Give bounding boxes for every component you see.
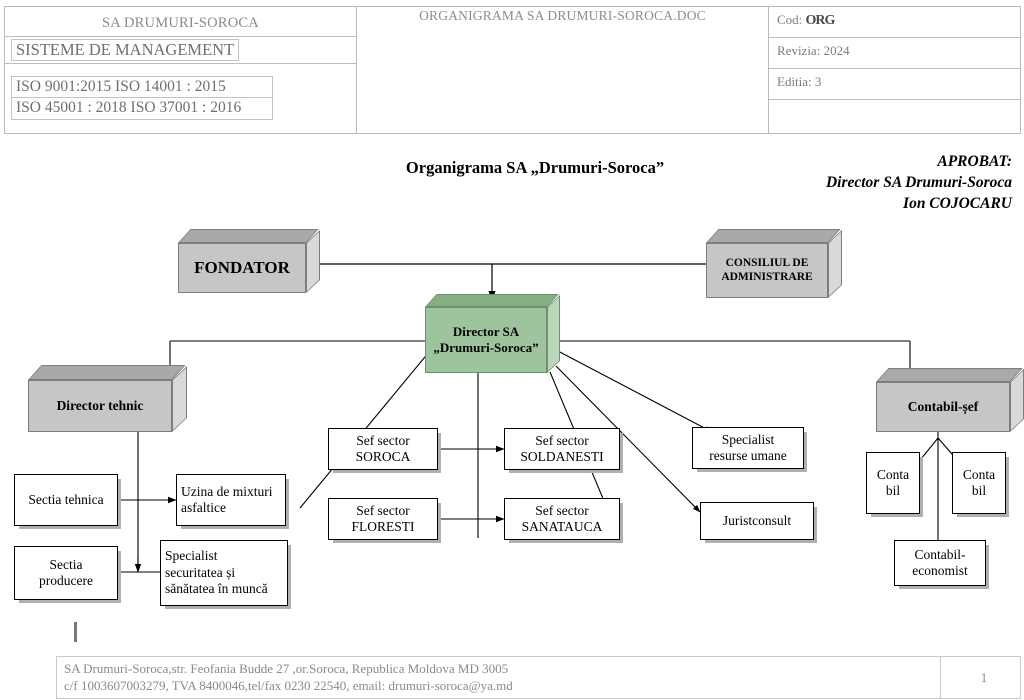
fondator-top-face xyxy=(178,229,319,243)
node-sectia-tehnica[interactable]: Sectia tehnica xyxy=(14,474,118,526)
sectia-tehnica-label: Sectia tehnica xyxy=(28,491,104,507)
node-consiliul-administrare[interactable]: CONSILIUL DE ADMINISTRARE xyxy=(706,229,842,298)
sef-soldanesti-line1: Sef sector xyxy=(535,432,589,448)
edition-row: Editia: 3 xyxy=(769,69,1020,100)
director-tehnic-top-face xyxy=(28,365,186,380)
director-tehnic-label: Director tehnic xyxy=(28,380,172,432)
sef-sanatauca-line1: Sef sector xyxy=(535,502,589,518)
node-fondator[interactable]: FONDATOR xyxy=(178,229,320,293)
director-sa-top-face xyxy=(425,294,559,307)
node-director-tehnic[interactable]: Director tehnic xyxy=(28,365,187,432)
node-juristconsult[interactable]: Juristconsult xyxy=(700,502,814,540)
specialist-ssm-label: Specialist securitatea și sănătatea în m… xyxy=(165,548,268,597)
node-specialist-ssm[interactable]: Specialist securitatea și sănătatea în m… xyxy=(160,540,288,606)
contabil-2-line2: bil xyxy=(971,483,987,498)
footer-line-1: SA Drumuri-Soroca,str. Feofania Budde 27… xyxy=(64,661,509,676)
management-system-row: SISTEME DE MANAGEMENT xyxy=(5,36,356,64)
sef-soroca-label: Sef sector SOROCA xyxy=(356,433,411,466)
contabil-1-line1: Conta xyxy=(876,466,910,482)
consiliu-label-line2: ADMINISTRARE xyxy=(721,270,813,283)
contabil-sef-top-face xyxy=(876,368,1023,382)
sef-floresti-line2: FLORESTI xyxy=(351,519,415,534)
sectia-producere-line2: producere xyxy=(39,573,93,588)
juristconsult-label: Juristconsult xyxy=(722,512,792,528)
contabil-economist-line2: economist xyxy=(912,563,968,578)
approval-line-3: Ion COJOCARU xyxy=(903,194,1012,212)
approval-line-2: Director SA Drumuri-Soroca xyxy=(825,173,1012,191)
node-contabil-2[interactable]: Conta bil xyxy=(952,452,1006,514)
text-cursor xyxy=(74,622,77,642)
node-sef-sector-soldanesti[interactable]: Sef sector SOLDANESTI xyxy=(504,428,620,470)
footer-address-cell: SA Drumuri-Soroca,str. Feofania Budde 27… xyxy=(56,656,941,699)
sef-sanatauca-line2: SANATAUCA xyxy=(521,519,603,534)
director-sa-label-line1: Director SA xyxy=(452,324,520,340)
sef-sanatauca-label: Sef sector SANATAUCA xyxy=(522,503,603,536)
contabil-1-line2: bil xyxy=(885,483,901,498)
sef-soroca-line1: Sef sector xyxy=(356,432,410,448)
management-system-label: SISTEME DE MANAGEMENT xyxy=(11,39,240,61)
sef-soldanesti-line2: SOLDANESTI xyxy=(520,449,604,464)
director-sa-label: Director SA „Drumuri-Soroca” xyxy=(425,307,547,373)
node-sef-sector-floresti[interactable]: Sef sector FLORESTI xyxy=(328,498,438,540)
node-contabil-economist[interactable]: Contabil- economist xyxy=(894,540,986,586)
node-contabil-1[interactable]: Conta bil xyxy=(866,452,920,514)
iso-line-2: ISO 45001 : 2018 ISO 37001 : 2016 xyxy=(11,98,273,120)
node-sef-sector-soroca[interactable]: Sef sector SOROCA xyxy=(328,428,438,470)
header-right-cell: Cod: ORG Revizia: 2024 Editia: 3 xyxy=(768,6,1021,134)
node-director-sa[interactable]: Director SA „Drumuri-Soroca” xyxy=(425,294,560,373)
iso-line-1: ISO 9001:2015 ISO 14001 : 2015 xyxy=(11,76,273,99)
page-title: Organigrama SA „Drumuri-Soroca” xyxy=(405,158,665,177)
code-label: Cod: xyxy=(777,12,803,27)
approval-line-1: APROBAT: xyxy=(937,153,1012,170)
revision-row: Revizia: 2024 xyxy=(769,38,1020,69)
contabil-2-label: Conta bil xyxy=(963,467,995,500)
document-footer-table: SA Drumuri-Soroca,str. Feofania Budde 27… xyxy=(56,656,1021,699)
consiliu-top-face xyxy=(706,229,841,243)
resurse-umane-line2: resurse umane xyxy=(709,448,787,463)
document-file-title: ORGANIGRAMA SA DRUMURI-SOROCA.DOC xyxy=(419,8,706,23)
fondator-label: FONDATOR xyxy=(178,243,306,293)
uzina-line2: asfaltice xyxy=(181,500,226,515)
contabil-sef-label: Contabil-șef xyxy=(876,382,1010,432)
node-sectia-producere[interactable]: Sectia producere xyxy=(14,546,118,600)
organization-name: SA DRUMURI-SOROCA xyxy=(102,15,259,31)
sectia-producere-line1: Sectia xyxy=(49,556,83,572)
node-sef-sector-sanatauca[interactable]: Sef sector SANATAUCA xyxy=(504,498,620,540)
contabil-2-line1: Conta xyxy=(962,466,996,482)
sef-soroca-line2: SOROCA xyxy=(355,449,411,464)
sef-soldanesti-label: Sef sector SOLDANESTI xyxy=(520,433,603,466)
director-sa-side-face xyxy=(547,294,560,373)
node-uzina-mixturi[interactable]: Uzina de mixturi asfaltice xyxy=(176,474,286,526)
specialist-ssm-line2: securitatea și xyxy=(165,564,236,580)
specialist-ssm-line1: Specialist xyxy=(165,548,218,564)
footer-line-2: c/f 1003607003279, TVA 8400046,tel/fax 0… xyxy=(64,678,513,694)
contabil-1-label: Conta bil xyxy=(877,467,909,500)
consiliu-label: CONSILIUL DE ADMINISTRARE xyxy=(706,243,828,298)
resurse-umane-line1: Specialist xyxy=(721,431,775,447)
resurse-umane-label: Specialist resurse umane xyxy=(709,432,787,465)
iso-standards-group: ISO 9001:2015 ISO 14001 : 2015 ISO 45001… xyxy=(5,76,356,120)
node-specialist-resurse-umane[interactable]: Specialist resurse umane xyxy=(692,427,804,469)
uzina-mixturi-label: Uzina de mixturi asfaltice xyxy=(181,484,272,517)
sectia-producere-label: Sectia producere xyxy=(39,557,93,590)
director-sa-label-line2: „Drumuri-Soroca” xyxy=(433,340,539,355)
node-contabil-sef[interactable]: Contabil-șef xyxy=(876,368,1024,432)
document-header-table: SA DRUMURI-SOROCA SISTEME DE MANAGEMENT … xyxy=(4,6,1021,134)
specialist-ssm-line3: sănătatea în muncă xyxy=(165,581,268,597)
contabil-economist-label: Contabil- economist xyxy=(912,547,968,580)
uzina-line1: Uzina de mixturi xyxy=(181,483,273,499)
footer-page-number: 1 xyxy=(940,656,1021,699)
sef-floresti-label: Sef sector FLORESTI xyxy=(351,503,414,536)
code-value: ORG xyxy=(805,13,836,28)
approval-block: APROBAT: Director SA Drumuri-Soroca Ion … xyxy=(700,152,1012,214)
sef-floresti-line1: Sef sector xyxy=(356,502,410,518)
header-left-cell: SA DRUMURI-SOROCA SISTEME DE MANAGEMENT … xyxy=(4,6,357,134)
header-document-title-cell: ORGANIGRAMA SA DRUMURI-SOROCA.DOC xyxy=(356,6,769,134)
consiliu-label-line1: CONSILIUL DE xyxy=(725,256,809,269)
code-row: Cod: ORG xyxy=(769,7,1020,38)
contabil-economist-line1: Contabil- xyxy=(914,546,966,562)
